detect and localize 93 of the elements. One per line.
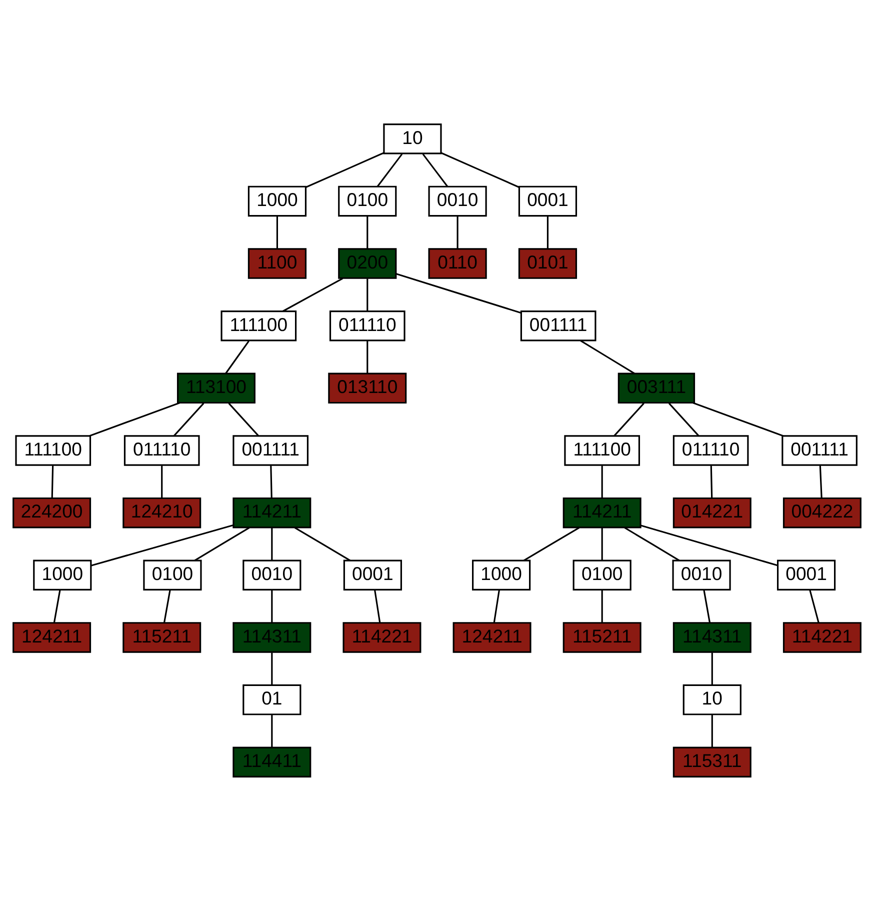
node-box: 114311 bbox=[232, 622, 312, 653]
connector bbox=[89, 402, 180, 437]
connector bbox=[601, 528, 603, 560]
connector bbox=[692, 402, 784, 437]
connector bbox=[580, 340, 636, 374]
connector bbox=[271, 714, 273, 748]
node-box: 004222 bbox=[782, 497, 862, 528]
connector bbox=[271, 590, 273, 623]
node-box: 01 bbox=[242, 684, 302, 716]
node-box: 0010 bbox=[242, 560, 302, 591]
connector bbox=[306, 152, 384, 188]
connector bbox=[711, 714, 713, 748]
node-box: 0001 bbox=[343, 560, 402, 591]
connector bbox=[396, 273, 522, 314]
node-box: 0100 bbox=[572, 560, 632, 591]
node-box: 114211 bbox=[232, 497, 312, 528]
node-box: 1000 bbox=[248, 186, 307, 217]
node-box: 1000 bbox=[472, 560, 531, 591]
node-box: 0001 bbox=[776, 560, 836, 591]
node-box: 0001 bbox=[518, 186, 578, 217]
node-box: 001111 bbox=[782, 435, 858, 466]
node-box: 113100 bbox=[176, 372, 256, 404]
connector bbox=[225, 340, 250, 374]
connector bbox=[228, 402, 259, 436]
node-box: 115311 bbox=[672, 746, 752, 778]
node-box: 114311 bbox=[672, 622, 752, 653]
connector bbox=[456, 216, 458, 249]
connector bbox=[374, 590, 381, 623]
node-box: 1100 bbox=[248, 248, 307, 279]
node-box: 014221 bbox=[672, 497, 752, 528]
connector bbox=[282, 278, 344, 312]
node-box: 124210 bbox=[122, 497, 202, 528]
connector bbox=[366, 216, 368, 249]
node-box: 10 bbox=[682, 684, 742, 716]
node-box: 111100 bbox=[15, 435, 92, 466]
connector bbox=[601, 466, 603, 498]
connector bbox=[276, 216, 278, 249]
node-box: 0101 bbox=[518, 248, 578, 279]
connector bbox=[640, 524, 778, 566]
connector bbox=[422, 154, 448, 188]
node-box: 013110 bbox=[328, 372, 407, 404]
connector bbox=[711, 652, 713, 686]
node-box: 114221 bbox=[342, 622, 422, 653]
node-box: 003111 bbox=[618, 372, 696, 404]
connector bbox=[809, 590, 820, 623]
node-box: 0100 bbox=[338, 186, 397, 217]
connector bbox=[493, 590, 500, 623]
connector bbox=[440, 152, 520, 188]
connector bbox=[523, 527, 580, 562]
connector bbox=[668, 402, 700, 436]
node-box: 10 bbox=[383, 124, 442, 154]
node-box: 0010 bbox=[672, 560, 731, 591]
connector bbox=[270, 466, 272, 498]
connector bbox=[163, 590, 171, 623]
connector bbox=[710, 466, 713, 498]
connector bbox=[624, 527, 680, 562]
node-box: 011110 bbox=[672, 435, 749, 466]
connector bbox=[366, 278, 368, 312]
node-box: 0200 bbox=[338, 248, 397, 279]
node-box: 114211 bbox=[562, 497, 642, 528]
connector bbox=[819, 466, 822, 498]
node-box: 111100 bbox=[564, 435, 640, 466]
node-box: 1000 bbox=[33, 560, 92, 591]
connector bbox=[703, 590, 711, 623]
connector bbox=[161, 466, 163, 498]
node-box: 011110 bbox=[329, 310, 406, 342]
connector bbox=[53, 590, 61, 623]
node-box: 115211 bbox=[122, 622, 202, 653]
connector bbox=[376, 154, 403, 188]
connector bbox=[51, 466, 54, 498]
connector bbox=[366, 341, 368, 374]
node-box: 115211 bbox=[562, 622, 642, 653]
node-box: 111100 bbox=[220, 310, 297, 342]
connector bbox=[546, 216, 549, 249]
node-box: 114221 bbox=[782, 622, 862, 653]
node-box: 0100 bbox=[143, 560, 202, 591]
node-box: 0110 bbox=[428, 248, 487, 279]
node-box: 0010 bbox=[428, 186, 487, 217]
connector bbox=[294, 527, 351, 562]
node-box: 124211 bbox=[12, 622, 92, 653]
node-box: 114411 bbox=[232, 746, 312, 778]
connector bbox=[614, 402, 644, 436]
connector bbox=[173, 402, 204, 436]
node-box: 224200 bbox=[12, 497, 92, 528]
node-box: 001111 bbox=[232, 435, 308, 466]
connector bbox=[271, 528, 273, 560]
node-box: 001111 bbox=[520, 310, 596, 342]
connector bbox=[271, 652, 273, 686]
node-box: 011110 bbox=[124, 435, 200, 466]
connector bbox=[90, 524, 234, 566]
connector bbox=[601, 590, 603, 623]
connector bbox=[194, 527, 250, 562]
node-box: 124211 bbox=[452, 622, 532, 653]
